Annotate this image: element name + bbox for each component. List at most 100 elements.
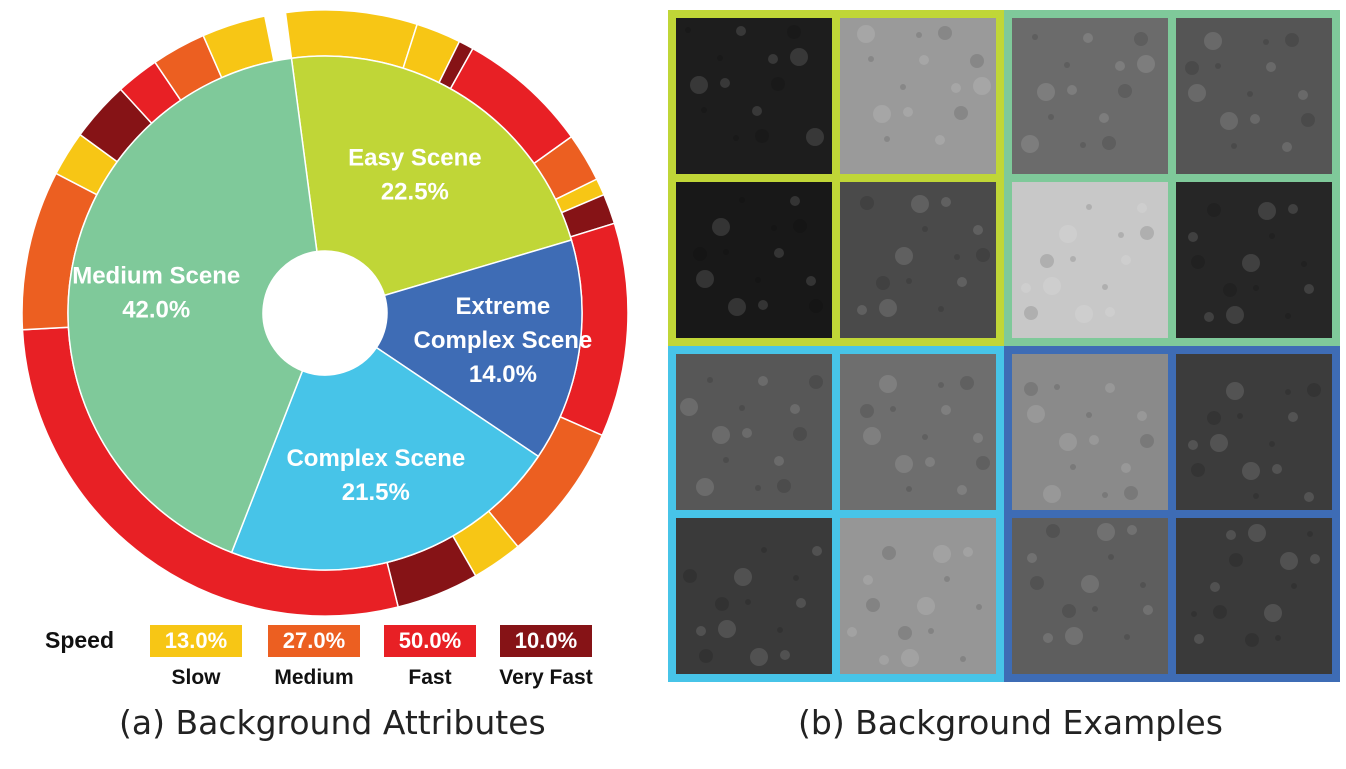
tile-texture (917, 597, 935, 615)
tile-texture (1067, 85, 1077, 95)
tile-texture (739, 405, 745, 411)
tile-texture (1043, 633, 1053, 643)
tile-texture (1253, 493, 1259, 499)
tile-texture (1191, 611, 1197, 617)
tile-texture (1092, 606, 1098, 612)
tile-texture (1188, 84, 1206, 102)
tile-texture (1223, 283, 1237, 297)
tile-texture (1099, 113, 1109, 123)
tile-texture (1204, 312, 1214, 322)
legend-label-slow: Slow (171, 666, 221, 689)
tile-texture (685, 27, 691, 33)
tile-texture (857, 25, 875, 43)
tile-texture (1226, 306, 1244, 324)
tile-texture (723, 249, 729, 255)
tile-texture (882, 546, 896, 560)
legend-chip-medium: 27.0% (268, 625, 360, 657)
tile-texture (1118, 232, 1124, 238)
tile-texture (734, 568, 752, 586)
tile-texture (680, 398, 698, 416)
tile-texture (1242, 254, 1260, 272)
tile-texture (1207, 411, 1221, 425)
tile-texture (925, 457, 935, 467)
caption-b: (b) Background Examples (798, 703, 1223, 742)
tile-texture (755, 277, 761, 283)
example-tile (1176, 18, 1332, 174)
tile-texture (1282, 142, 1292, 152)
tile-texture (906, 486, 912, 492)
example-tile (1012, 18, 1168, 174)
tile-texture (1263, 39, 1269, 45)
legend-title: Speed (45, 627, 115, 653)
tile-texture (1137, 203, 1147, 213)
legend-label-very-fast: Very Fast (499, 666, 593, 689)
tile-texture (976, 248, 990, 262)
tile-texture (944, 576, 950, 582)
tile-texture (873, 105, 891, 123)
tile-texture (739, 197, 745, 203)
tile-texture (1285, 389, 1291, 395)
tile-texture (701, 107, 707, 113)
tile-texture (1089, 435, 1099, 445)
tile-texture (758, 300, 768, 310)
tile-texture (752, 106, 762, 116)
tile-texture (1054, 384, 1060, 390)
donut-hole (264, 252, 386, 374)
tile-texture (1307, 383, 1321, 397)
example-tile (676, 518, 832, 674)
tile-texture (683, 569, 697, 583)
legend-label-medium: Medium (274, 666, 354, 689)
tile-texture (976, 456, 990, 470)
tile-texture (863, 427, 881, 445)
tile-texture (1285, 313, 1291, 319)
tile-texture (1043, 485, 1061, 503)
tile-texture (693, 247, 707, 261)
tile-texture (898, 626, 912, 640)
tile-texture (1285, 33, 1299, 47)
tile-texture (1097, 523, 1115, 541)
tile-texture (957, 277, 967, 287)
tile-texture (1301, 113, 1315, 127)
tile-texture (1231, 143, 1237, 149)
tile-texture (1304, 284, 1314, 294)
tile-texture (963, 547, 973, 557)
tile-texture (1064, 62, 1070, 68)
tile-texture (1065, 627, 1083, 645)
example-tile (840, 518, 996, 674)
tile-texture (1213, 605, 1227, 619)
tile-texture (1059, 225, 1077, 243)
tile-texture (1086, 204, 1092, 210)
legend-chip-very-fast: 10.0% (500, 625, 592, 657)
tile-texture (941, 197, 951, 207)
tile-texture (1207, 203, 1221, 217)
tile-texture (790, 48, 808, 66)
tile-texture (922, 434, 928, 440)
tile-texture (1137, 411, 1147, 421)
tile-texture (1070, 256, 1076, 262)
tile-texture (933, 545, 951, 563)
tile-texture (1248, 524, 1266, 542)
tile-texture (1258, 202, 1276, 220)
tile-texture (954, 106, 968, 120)
tile-texture (1275, 635, 1281, 641)
tile-texture (1237, 413, 1243, 419)
tile-texture (973, 433, 983, 443)
speed-legend: Speed 13.0% 27.0% 50.0% 10.0% Slow Mediu… (0, 622, 660, 692)
tile-texture (809, 375, 823, 389)
tile-texture (699, 649, 713, 663)
tile-texture (863, 575, 873, 585)
tile-texture (1075, 305, 1093, 323)
tile-texture (1115, 61, 1125, 71)
tile-texture (879, 375, 897, 393)
tile-texture (954, 254, 960, 260)
tile-texture (1215, 63, 1221, 69)
tile-texture (1269, 441, 1275, 447)
tile-texture (895, 247, 913, 265)
tile-texture (728, 298, 746, 316)
tile-texture (1143, 605, 1153, 615)
tile-texture (903, 107, 913, 117)
tile-texture (793, 219, 807, 233)
tile-texture (1264, 604, 1282, 622)
tile-texture (787, 25, 801, 39)
